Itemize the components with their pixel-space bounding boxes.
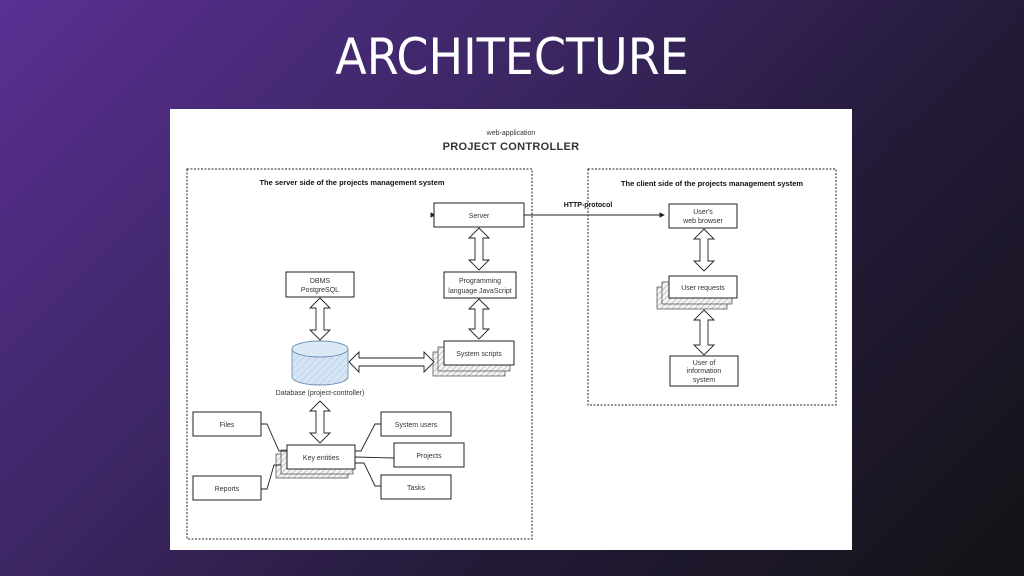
diagram-subtitle: web-application (486, 130, 536, 137)
server-side-container (186, 168, 533, 540)
double-arrow-icon (308, 297, 332, 341)
programming-language-node: Programming language JavaScript (443, 271, 517, 299)
reports-node: Reports (192, 475, 262, 501)
entity-connectors (261, 423, 395, 490)
client-side-header: The client side of the projects manageme… (621, 179, 803, 188)
reports-label: Reports (215, 486, 240, 493)
double-arrow-icon (308, 400, 332, 444)
double-arrow-icon (467, 298, 491, 340)
key-entities-node: Key entities (275, 444, 356, 479)
browser-label-line1: User's (693, 209, 713, 216)
double-arrow-icon (692, 228, 716, 272)
diagram-title: PROJECT CONTROLLER (443, 141, 580, 153)
tasks-label: Tasks (407, 485, 425, 492)
user-requests-label: User requests (681, 285, 725, 292)
key-entities-label: Key entities (303, 455, 340, 462)
language-label-line1: Programming (459, 278, 501, 285)
database-node: Database (project-controller) (276, 340, 365, 397)
system-users-node: System users (380, 411, 452, 437)
projects-node: Projects (393, 442, 465, 468)
database-label: Database (project-controller) (276, 390, 365, 397)
browser-label-line2: web browser (682, 218, 723, 225)
user-requests-node: User requests (656, 275, 738, 310)
double-arrow-icon (348, 350, 435, 374)
web-browser-node: User's web browser (668, 203, 738, 229)
double-arrow-icon (467, 227, 491, 271)
information-system-user-node: User of information system (669, 355, 739, 387)
projects-label: Projects (416, 453, 442, 460)
client-side-container (587, 168, 837, 406)
system-users-label: System users (395, 422, 438, 429)
dbms-label-line2: PostgreSQL (301, 287, 339, 294)
language-label-line2: language JavaScript (448, 288, 511, 295)
server-side-header: The server side of the projects manageme… (259, 178, 444, 187)
dbms-label-line1: DBMS (310, 278, 331, 285)
server-node: Server (433, 202, 525, 228)
architecture-diagram: web-application PROJECT CONTROLLER The s… (170, 109, 852, 550)
double-arrow-icon (692, 309, 716, 356)
user-label-line3: system (693, 377, 715, 384)
tasks-node: Tasks (380, 474, 452, 500)
slide-title: ARCHITECTURE (335, 28, 689, 86)
server-label: Server (469, 213, 490, 220)
files-node: Files (192, 411, 262, 437)
system-scripts-label: System scripts (456, 351, 502, 358)
dbms-node: DBMS PostgreSQL (285, 271, 355, 298)
http-protocol-label: HTTP-protocol (564, 202, 613, 209)
user-label-line1: User of (693, 360, 716, 367)
system-scripts-node: System scripts (432, 340, 515, 377)
user-label-line2: information (687, 368, 722, 375)
files-label: Files (220, 422, 235, 429)
